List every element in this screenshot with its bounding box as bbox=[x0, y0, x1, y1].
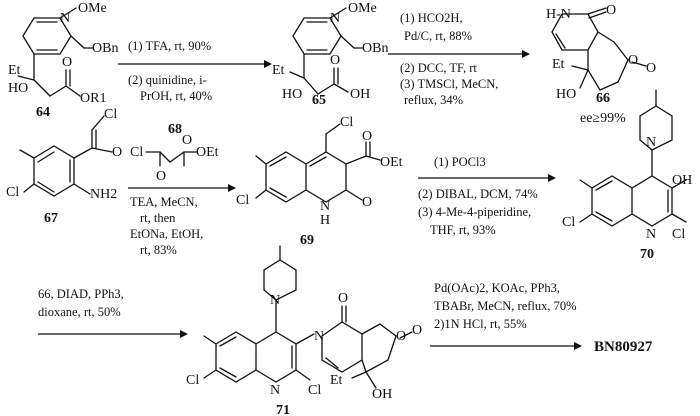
c68-O2: O bbox=[182, 133, 192, 148]
c68-O1: O bbox=[156, 169, 166, 184]
step-5-cond-2: dioxane, rt, 50% bbox=[38, 305, 121, 319]
c69-OEt: OEt bbox=[380, 155, 403, 170]
step-2-cond-4: (3) TMSCl, MeCN, bbox=[400, 77, 498, 91]
c68-OEt: OEt bbox=[196, 145, 219, 160]
compound-65: N OMe OBn Et HO O OH 65 bbox=[272, 1, 388, 108]
step-2-cond-5: reflux, 34% bbox=[404, 93, 463, 107]
c70-Cl1: Cl bbox=[562, 215, 575, 230]
c65-HO: HO bbox=[282, 87, 302, 102]
step-6-cond-2: TBABr, MeCN, reflux, 70% bbox=[434, 299, 577, 313]
c71-N-piperidine: N bbox=[270, 293, 280, 308]
step-4-cond-1: (1) POCl3 bbox=[434, 155, 486, 169]
c65-N: N bbox=[330, 11, 340, 26]
c64-Et: Et bbox=[8, 63, 21, 78]
compound-67: Cl O Cl NH2 67 bbox=[6, 107, 122, 226]
c71-O3: O bbox=[412, 323, 422, 338]
c66-O3: O bbox=[646, 61, 656, 76]
c69-O1: O bbox=[362, 129, 372, 144]
c65-OH: OH bbox=[350, 87, 370, 102]
compound-71: N Cl N Cl O N O O Et OH 71 bbox=[186, 245, 422, 416]
step-2: (1) HCO2H, Pd/C, rt, 88% (2) DCC, TF, rt… bbox=[388, 11, 530, 107]
step-4-cond-4: THF, rt, 93% bbox=[430, 223, 496, 237]
step-3-cond-4: rt, 83% bbox=[140, 243, 177, 257]
compound-69: Cl Cl O OEt O N H 69 bbox=[236, 115, 403, 248]
step-1-cond-3: PrOH, rt, 40% bbox=[140, 89, 212, 103]
step-4-cond-2: (2) DIBAL, DCM, 74% bbox=[418, 187, 538, 201]
c66-O2: O bbox=[628, 53, 638, 68]
c69-O2: O bbox=[362, 195, 372, 210]
c65-Et: Et bbox=[272, 63, 285, 78]
compound-number-69: 69 bbox=[300, 233, 314, 248]
compound-number-64: 64 bbox=[36, 105, 50, 120]
c71-Et: Et bbox=[330, 373, 343, 388]
c70-OH: OH bbox=[672, 173, 692, 188]
c67-O: O bbox=[112, 145, 122, 160]
c71-Cl2: Cl bbox=[308, 383, 321, 398]
c67-NH2: NH2 bbox=[90, 187, 117, 202]
c64-OBn: OBn bbox=[92, 41, 118, 56]
c64-OR1: OR1 bbox=[80, 91, 106, 106]
compound-number-71: 71 bbox=[276, 403, 290, 416]
c71-O1: O bbox=[338, 291, 348, 306]
c68-Cl: Cl bbox=[130, 145, 143, 160]
compound-number-68: 68 bbox=[168, 122, 182, 137]
step-6-cond-1: Pd(OAc)2, KOAc, PPh3, bbox=[434, 281, 560, 295]
final-product-label: BN80927 bbox=[594, 339, 653, 355]
c70-Cl2: Cl bbox=[672, 227, 685, 242]
c69-N: N bbox=[320, 199, 330, 214]
compound-70: N OH Cl N Cl 70 bbox=[562, 89, 692, 262]
c69-Cl1: Cl bbox=[340, 115, 353, 130]
c66-Et: Et bbox=[552, 57, 565, 72]
step-4-cond-3: (3) 4-Me-4-piperidine, bbox=[418, 205, 531, 219]
step-4: (1) POCl3 (2) DIBAL, DCM, 74% (3) 4-Me-4… bbox=[418, 155, 556, 237]
c66-HN: H-N bbox=[546, 7, 571, 22]
step-2-cond-2: Pd/C, rt, 88% bbox=[404, 29, 472, 43]
compound-number-67: 67 bbox=[44, 211, 58, 226]
c71-O2: O bbox=[396, 329, 406, 344]
c65-OBn: OBn bbox=[362, 41, 388, 56]
compound-number-65: 65 bbox=[312, 93, 326, 108]
step-3-cond-1: TEA, MeCN, bbox=[130, 195, 198, 209]
c64-OMe: OMe bbox=[78, 1, 107, 16]
compound-number-66: 66 bbox=[596, 91, 610, 106]
step-6: Pd(OAc)2, KOAc, PPh3, TBABr, MeCN, reflu… bbox=[430, 281, 582, 350]
step-3: 68 Cl O O OEt TEA, MeCN, rt, then EtONa,… bbox=[128, 122, 236, 257]
step-2-cond-1: (1) HCO2H, bbox=[400, 11, 463, 25]
step-5: 66, DIAD, PPh3, dioxane, rt, 50% bbox=[38, 287, 188, 338]
step-6-cond-3: 2)1N HCl, rt, 55% bbox=[434, 317, 527, 331]
c67-Cl2: Cl bbox=[6, 185, 19, 200]
c69-Cl2: Cl bbox=[236, 193, 249, 208]
c67-Cl1: Cl bbox=[104, 107, 117, 122]
c64-N: N bbox=[60, 11, 70, 26]
c71-N: N bbox=[270, 383, 280, 398]
step-5-cond-1: 66, DIAD, PPh3, bbox=[38, 287, 124, 301]
c65-O: O bbox=[330, 53, 340, 68]
step-3-cond-2: rt, then bbox=[140, 211, 176, 225]
compound-64: N OMe OBn Et HO O OR1 64 bbox=[8, 1, 118, 120]
c71-N2: N bbox=[314, 329, 324, 344]
c70-N-piperidine: N bbox=[646, 135, 656, 150]
c66-ee-note: ee≥99% bbox=[580, 111, 626, 126]
c69-H: H bbox=[320, 213, 330, 228]
step-1-cond-2: (2) quinidine, i- bbox=[128, 73, 207, 87]
c66-O1: O bbox=[606, 3, 616, 18]
c66-HO: HO bbox=[556, 87, 576, 102]
compound-66: H-N O Et HO O O 66 ee≥99% bbox=[546, 3, 656, 126]
c65-OMe: OMe bbox=[348, 1, 377, 16]
c64-HO: HO bbox=[8, 81, 28, 96]
c70-N: N bbox=[646, 227, 656, 242]
c64-O: O bbox=[62, 55, 72, 70]
step-1-cond-1: (1) TFA, rt, 90% bbox=[128, 39, 211, 53]
step-2-cond-3: (2) DCC, TF, rt bbox=[400, 61, 477, 75]
c71-Cl1: Cl bbox=[186, 373, 199, 388]
step-3-cond-3: EtONa, EtOH, bbox=[130, 227, 203, 241]
step-1: (1) TFA, rt, 90% (2) quinidine, i- PrOH,… bbox=[118, 39, 272, 103]
compound-number-70: 70 bbox=[640, 247, 654, 262]
c71-OH: OH bbox=[372, 387, 392, 402]
